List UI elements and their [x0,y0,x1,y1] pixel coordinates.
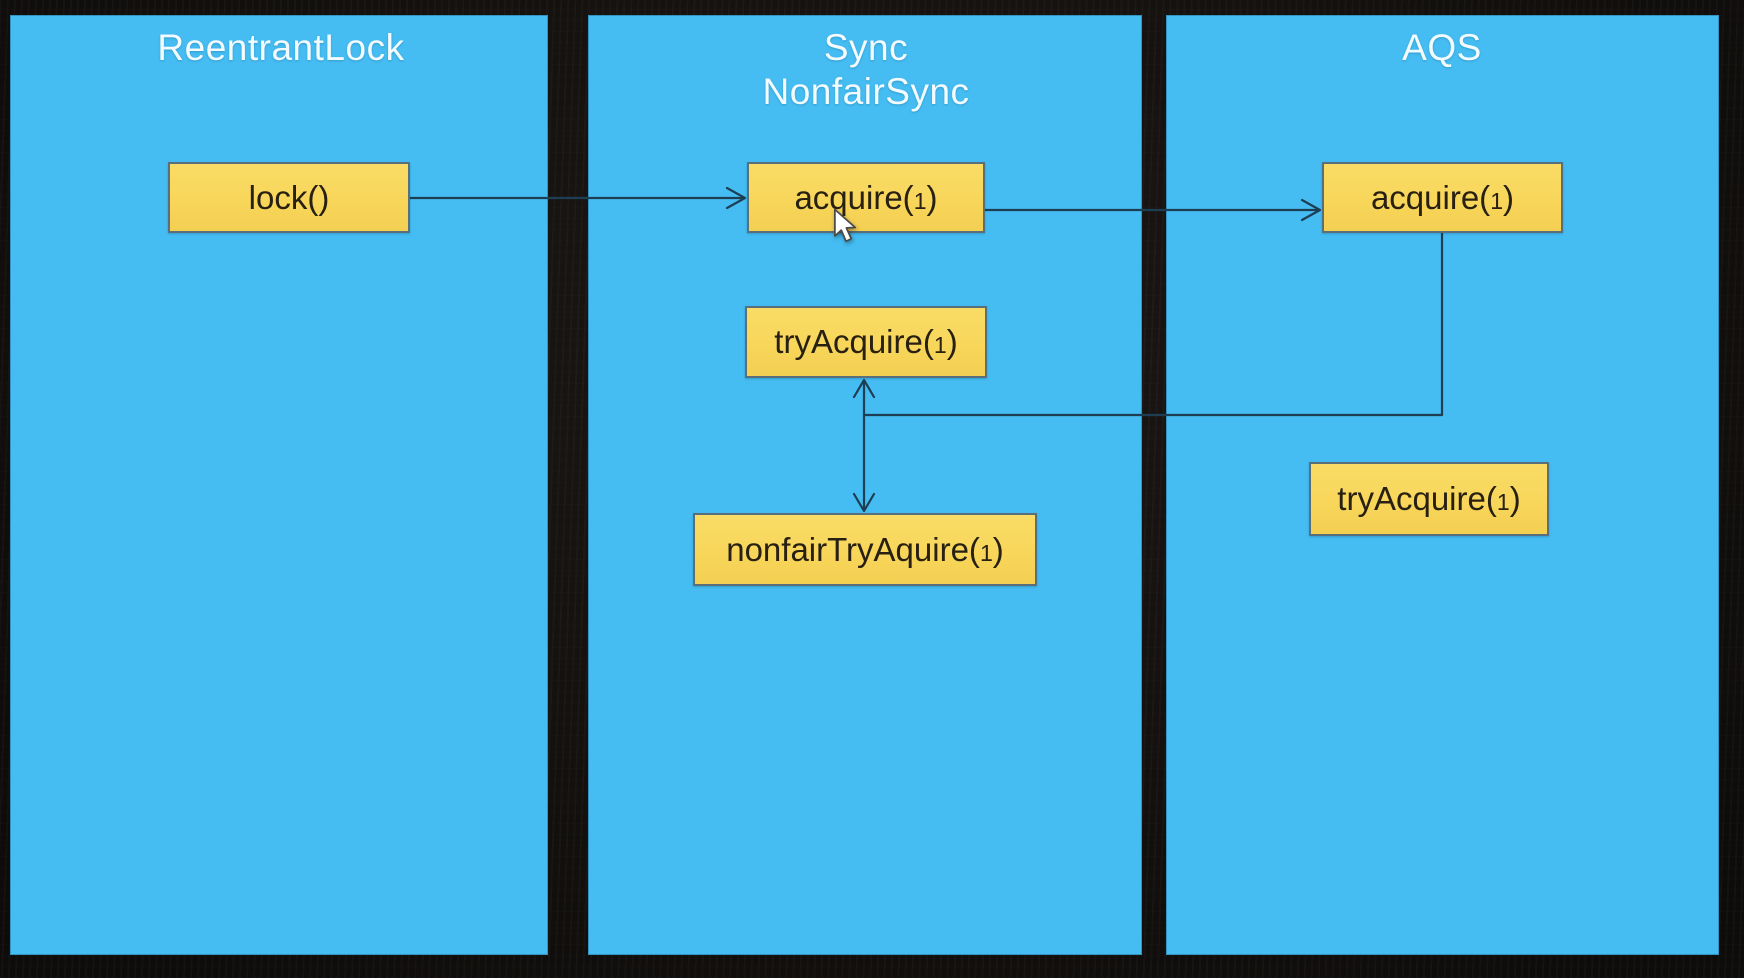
node-label: nonfairTryAquire(1) [726,530,1004,568]
node-acquire-aqs: acquire(1) [1322,162,1563,233]
node-label: lock() [248,178,330,216]
node-label: acquire(1) [1370,178,1515,216]
column-reentrantlock [10,15,548,955]
title-line: NonfairSync [762,71,970,112]
node-label: acquire(1) [794,178,938,216]
title-line: ReentrantLock [157,27,405,68]
node-tryacquire-sync: tryAcquire(1) [745,306,987,378]
column-sync-nonfairsync [588,15,1142,955]
node-nonfairtryaquire: nonfairTryAquire(1) [693,513,1037,586]
node-label: tryAcquire(1) [1337,480,1521,517]
column-title-sync-nonfairsync: Sync NonfairSync [762,26,969,114]
title-line: AQS [1402,27,1482,68]
node-lock: lock() [168,162,410,233]
node-label: tryAcquire(1) [774,323,958,360]
column-title-aqs: AQS [1402,26,1482,70]
node-tryacquire-aqs: tryAcquire(1) [1309,462,1549,536]
node-acquire-sync: acquire(1) [747,162,985,233]
title-line: Sync [823,27,909,68]
column-title-reentrantlock: ReentrantLock [157,26,404,70]
